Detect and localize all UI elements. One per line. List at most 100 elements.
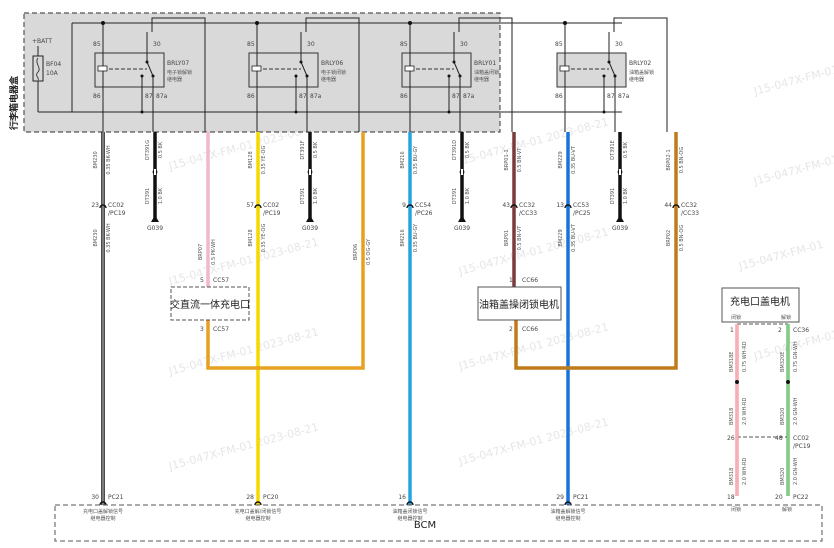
fuel-motor-pin-top: 1	[509, 277, 513, 284]
wire-label: 0.5 BN-OG	[679, 147, 685, 174]
watermark: J15-047X-FM-01 2023-08-21	[166, 420, 319, 473]
connector-icon	[564, 204, 572, 209]
charge-port-pin-top: 5	[200, 277, 204, 284]
wire-label: 1.0 BK	[158, 187, 164, 204]
wire-label: BRP02-1	[666, 149, 672, 170]
connector-icon	[406, 204, 414, 209]
batt-label: +BATT	[32, 38, 52, 45]
connector-name: CC32	[681, 202, 697, 209]
relay-id: BRLY01	[474, 60, 496, 67]
wire-label: 0.5 BN-VT	[517, 147, 523, 173]
connector-name-2: /PC25	[573, 210, 591, 217]
bcm-pin: 16	[398, 494, 406, 501]
bcm-connector: PC20	[263, 494, 279, 501]
bcm-unlock-label: 解锁	[782, 506, 792, 513]
bcm-signal-desc: 充电口盖解锁信号	[83, 508, 123, 515]
connector-name: CC53	[573, 202, 589, 209]
charge-port-conn-top: CC57	[213, 277, 229, 284]
relay-pin-86: 86	[93, 93, 101, 100]
wire-label: 0.35 YE-OG	[261, 224, 267, 253]
wire-id: BM320	[780, 408, 786, 425]
fuel-door-motor-component: 油箱盖操闭锁电机 1 CC66 2 CC66	[477, 277, 562, 333]
charge-port-component: 交直流一体充电口 5 CC57 3 CC57	[170, 277, 250, 333]
connector-name: CC02	[263, 202, 279, 209]
connector-pin: 44	[664, 202, 672, 209]
wire-label: BM230	[93, 151, 99, 168]
relay-pin-86: 86	[247, 93, 255, 100]
relay-pin-87: 87	[607, 93, 615, 100]
relay-desc: 油箱盖闭锁	[474, 69, 499, 76]
wire-label: 0.5 BK	[158, 141, 164, 158]
connector-name: CC02	[108, 202, 124, 209]
wire-label: DT391	[452, 188, 458, 204]
wire-label: 0.35 BU-VT	[571, 223, 577, 252]
relay-switch-icon	[608, 61, 616, 77]
wire-id: BM320E	[780, 352, 786, 372]
wire-label: 0.5 BK	[313, 141, 319, 158]
fuse-name: BF04	[46, 61, 61, 68]
fuse-icon	[32, 55, 44, 82]
connector-pin: 57	[246, 202, 254, 209]
connector-icon	[672, 204, 680, 209]
wire-label: 0.35 BU-VT	[571, 145, 577, 174]
bcm-signal-desc: 油箱盖闭锁信号	[392, 508, 427, 515]
relay-pin-85: 85	[247, 41, 255, 48]
ground-label: G039	[302, 225, 318, 232]
connector-icon	[99, 204, 107, 209]
wire-label: BRP06	[353, 244, 359, 260]
wire-label: BM128	[248, 229, 254, 246]
charge-cover-motor-component: 充电口盖电机 闭锁 解锁 1 2 CC36 BM318E 0.75 WH-RD …	[721, 287, 811, 513]
wire-label: 0.35 BK-WH	[106, 223, 112, 252]
relay-pin-87: 87	[145, 93, 153, 100]
wire-label: 0.35 BU-GY	[413, 223, 419, 252]
connector-name-2: /PC26	[415, 210, 433, 217]
relay-pin-30: 30	[153, 41, 161, 48]
bcm-pin-left: 18	[727, 494, 735, 501]
motor-conn: CC36	[793, 327, 809, 334]
wire-label: 0.5 BK	[623, 141, 629, 158]
wire-label: BM229	[558, 229, 564, 246]
connector-name-2: /CC33	[519, 210, 537, 217]
relay-pin-30: 30	[307, 41, 315, 48]
fuel-motor-pin-bottom: 2	[509, 326, 513, 333]
connector-pin: 9	[402, 202, 406, 209]
relay-pin-87: 87	[452, 93, 460, 100]
wire-spec: 2.0 GN-WH	[793, 457, 799, 485]
relay-pin-87a: 87a	[310, 93, 322, 100]
relay-pin-87: 87	[299, 93, 307, 100]
wire-spec: 0.75 GN-WH	[793, 341, 799, 372]
watermark: J15-047X-FM-01 2023-08-21	[456, 415, 609, 468]
wire-label: DT391	[610, 188, 616, 204]
bcm-pin: 30	[91, 494, 99, 501]
relay-pin-30: 30	[615, 41, 623, 48]
mid-pin-left: 26	[727, 435, 735, 442]
wire-spec: 2.0 WH-RD	[742, 397, 748, 425]
wire-id: BM320	[780, 468, 786, 485]
wire-label: BM216	[400, 151, 406, 168]
bcm-signal-desc-2: 继电器控制	[555, 515, 580, 522]
relay-desc-2: 继电器	[167, 76, 182, 83]
watermark: J15-047X-FM-01	[736, 238, 824, 273]
motor-pin-right: 2	[778, 327, 782, 334]
wire-brp06[interactable]	[206, 132, 365, 370]
mid-conn2: /PC19	[793, 443, 811, 450]
wire-label: BRP01-1	[504, 149, 510, 170]
relay-coil-icon	[404, 65, 415, 72]
wire-id: BM318E	[729, 352, 735, 372]
wire-spec: 0.75 WH-RD	[742, 341, 748, 372]
relay-pin-87a: 87a	[463, 93, 475, 100]
fuel-door-motor-name: 油箱盖操闭锁电机	[479, 298, 559, 311]
relay-box-label: 行李箱电器盒	[8, 75, 20, 131]
relay-coil-icon	[97, 65, 108, 72]
wire-label: DT391D	[452, 140, 458, 160]
ground-label: G039	[147, 225, 163, 232]
wire-brp02[interactable]	[514, 132, 678, 370]
